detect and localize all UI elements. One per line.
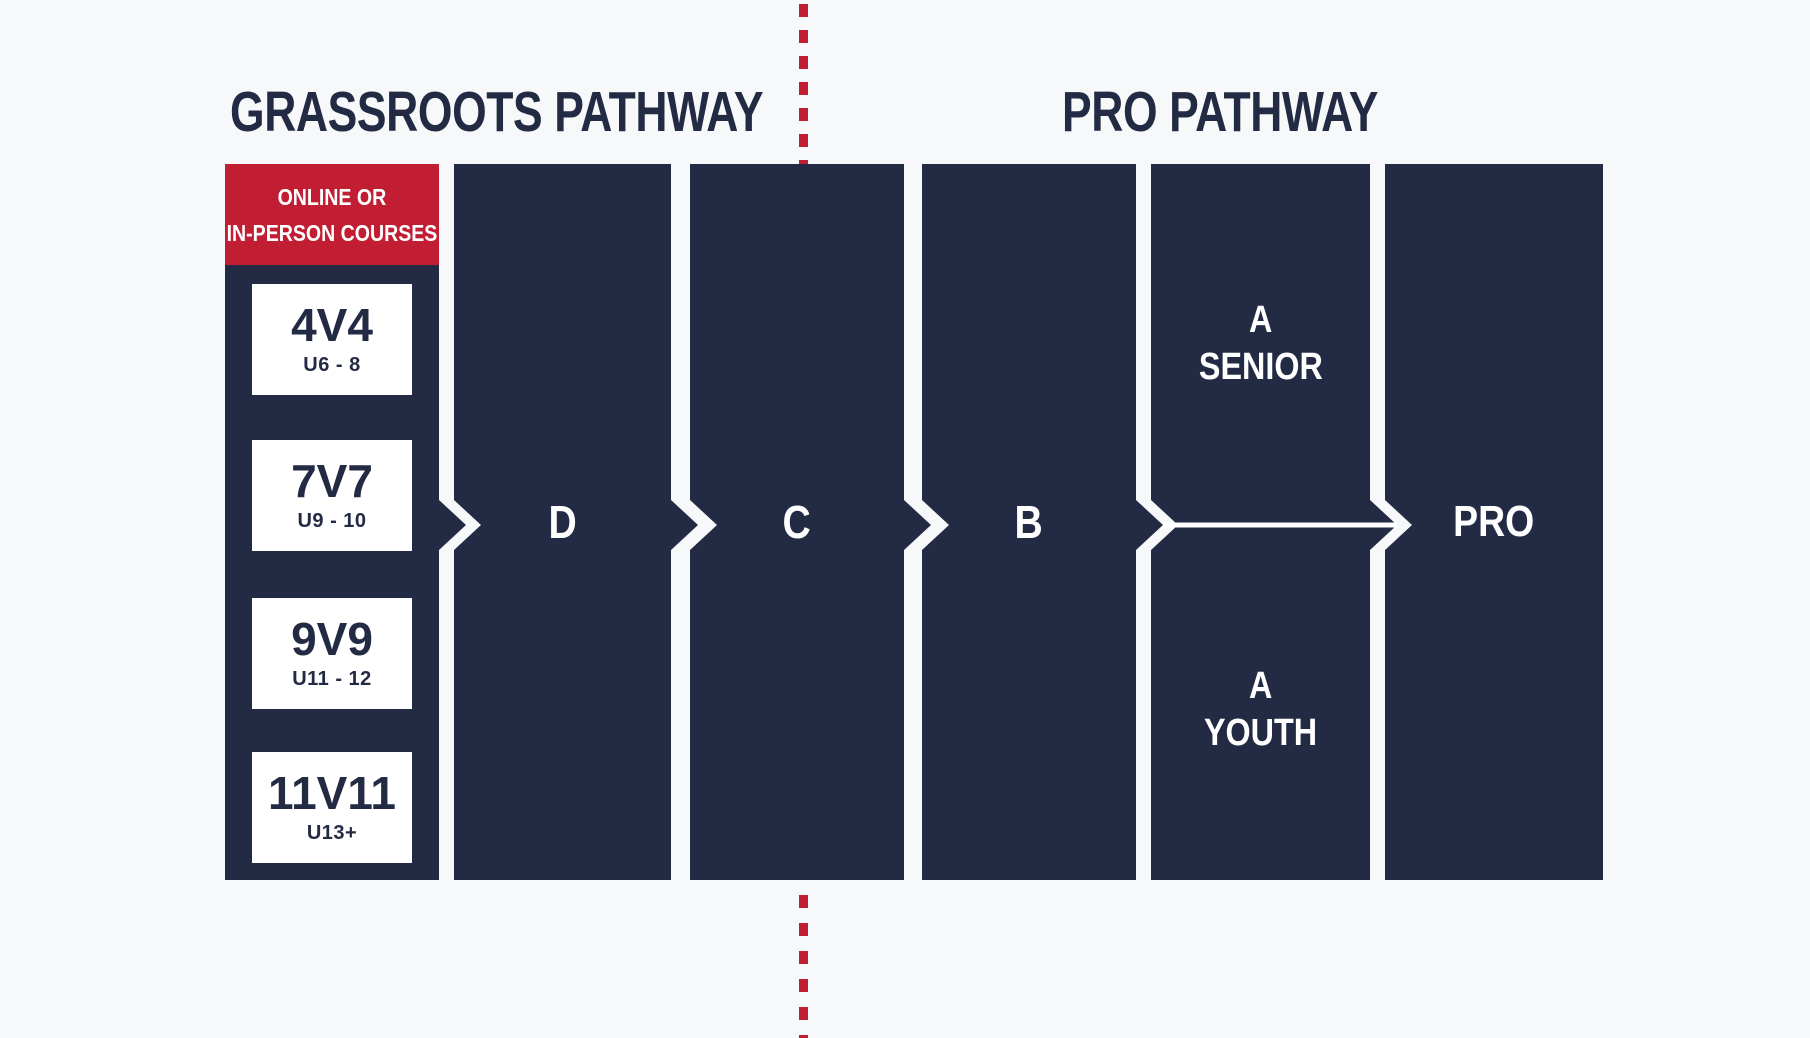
a-senior-label: A SENIOR (1151, 164, 1370, 523)
level-11v11-ages: U13+ (306, 822, 358, 844)
pro-letter: PRO (1453, 497, 1535, 546)
license-a-column-shape (1151, 164, 1397, 880)
level-box-4v4: 4V4 U6 - 8 (252, 284, 412, 395)
level-11v11-format: 11V11 (268, 767, 396, 819)
license-b-column-shape (922, 164, 1163, 880)
pro-pathway-title: PRO PATHWAY (1062, 80, 1379, 144)
a-youth-line2: YOUTH (1203, 711, 1318, 754)
license-b-letter: B (1014, 496, 1044, 548)
level-7v7-ages: U9 - 10 (297, 510, 367, 532)
pro-label: PRO (1385, 164, 1603, 880)
level-9v9-format: 9V9 (291, 613, 373, 665)
level-7v7-format: 7V7 (291, 455, 373, 507)
grassroots-pathway-title: GRASSROOTS PATHWAY (230, 80, 764, 144)
level-box-11v11: 11V11 U13+ (252, 752, 412, 863)
pathway-columns-graphic (225, 164, 1603, 880)
level-9v9-ages: U11 - 12 (292, 668, 372, 690)
a-to-pro-arrow-line (1163, 522, 1397, 528)
a-youth-line1: A (1248, 664, 1273, 707)
level-4v4-format: 4V4 (291, 299, 373, 351)
level-box-7v7: 7V7 U9 - 10 (252, 440, 412, 551)
red-dashed-divider-bottom (799, 880, 808, 1038)
level-4v4-ages: U6 - 8 (303, 354, 361, 376)
courses-header-line2: IN-PERSON COURSES (226, 219, 438, 246)
red-dashed-divider-top (799, 4, 808, 164)
license-d-letter: D (548, 496, 577, 548)
a-senior-line2: SENIOR (1198, 345, 1323, 388)
a-youth-label: A YOUTH (1151, 525, 1370, 880)
a-senior-line1: A (1248, 298, 1273, 341)
courses-header: ONLINE OR IN-PERSON COURSES (225, 164, 439, 265)
grassroots-column: ONLINE OR IN-PERSON COURSES 4V4 U6 - 8 7… (225, 164, 439, 880)
courses-header-line1: ONLINE OR (277, 183, 387, 210)
level-box-9v9: 9V9 U11 - 12 (252, 598, 412, 709)
license-b-label: B (922, 164, 1136, 880)
pro-column-shape (1385, 164, 1603, 880)
license-d-label: D (454, 164, 671, 880)
license-c-column-shape (690, 164, 931, 880)
license-c-label: C (690, 164, 904, 880)
license-c-letter: C (782, 496, 812, 548)
license-d-column-shape (454, 164, 698, 880)
